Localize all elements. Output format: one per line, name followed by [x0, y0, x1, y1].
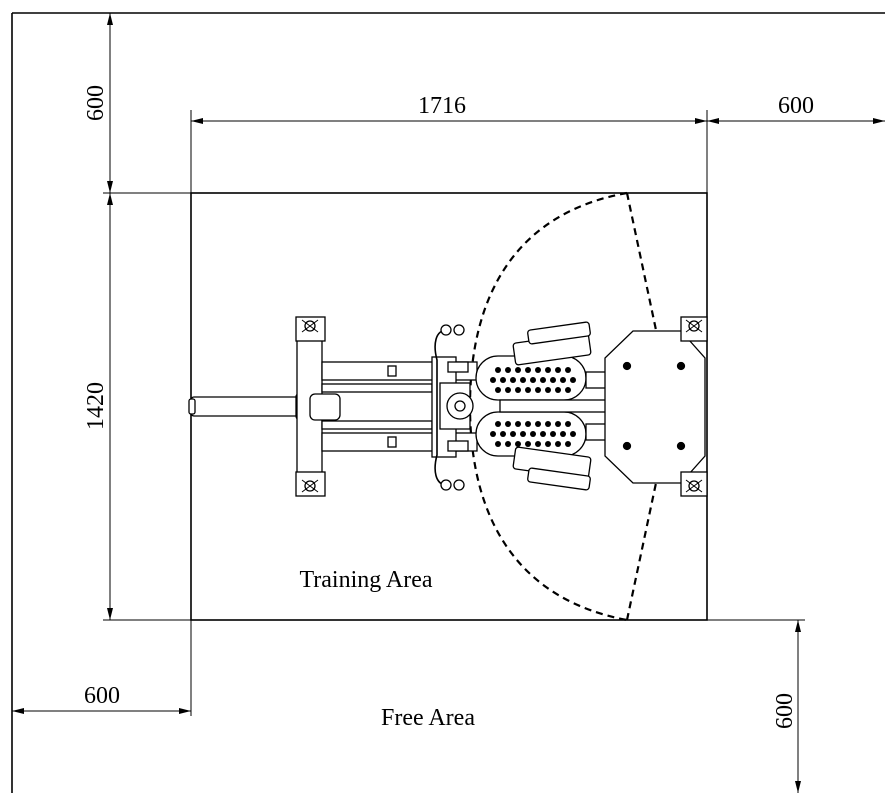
- dim-depth-label: 1420: [83, 382, 109, 430]
- dim-right-offset: 600: [707, 93, 885, 124]
- training-area-label: Training Area: [299, 567, 432, 593]
- dim-left-offset: 600: [12, 683, 191, 714]
- free-area-boundary: [11, 12, 885, 793]
- dim-length-label: 1716: [418, 93, 466, 119]
- dim-length: 1716: [191, 93, 707, 124]
- dim-bottom-offset-label: 600: [772, 693, 798, 729]
- free-area-label: Free Area: [381, 705, 475, 731]
- dim-bottom-offset: 600: [772, 620, 801, 793]
- dim-depth: 1420: [83, 193, 113, 620]
- machine-top-view: [188, 316, 708, 497]
- dim-top-offset: 600: [83, 13, 113, 193]
- dim-left-offset-label: 600: [84, 683, 120, 709]
- dim-top-offset-label: 600: [83, 85, 109, 121]
- dim-right-offset-label: 600: [778, 93, 814, 119]
